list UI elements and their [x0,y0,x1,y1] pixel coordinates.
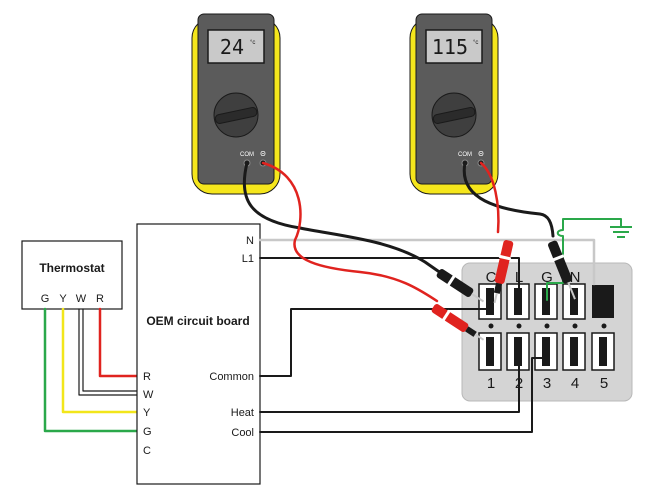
thermostat-terminal-g: G [41,293,50,305]
probe-left-black[interactable] [435,267,487,306]
board-terminal-r: R [143,371,151,383]
connector-label-c: C [486,269,497,286]
oem-circuit-board: OEM circuit board R W Y G C N L1 Common … [136,223,261,485]
wire-black-heat [259,351,520,413]
thermostat-wires [43,307,140,433]
meter-right-dial[interactable] [432,106,476,125]
meter-right-com-label: COM [458,152,472,158]
connector-pin-5: 5 [600,375,608,392]
thermostat-terminal-w: W [76,293,87,305]
board-terminal-w: W [143,389,154,401]
connector-pin-4: 4 [571,375,579,392]
thermostat-terminal-y: Y [59,293,67,305]
probe-leads [242,161,555,303]
probe-right-red[interactable] [489,239,515,304]
board-terminal-y: Y [143,407,151,419]
meter-left-com-label: COM [240,152,254,158]
meter-left-unit: °c [250,40,255,46]
lead-right-black [462,161,555,238]
lead-left-red [261,161,439,303]
connector-pin-3: 3 [543,375,551,392]
meter-left-reading: 24 [220,35,244,59]
connector-label-g: G [541,269,553,286]
meter-right-reading: 115 [432,35,468,59]
thermostat: Thermostat G Y W R [21,240,123,310]
wire-green-g [43,307,140,433]
ground-connection [546,218,632,301]
board-terminal-common: Common [209,371,254,383]
probe-right-black[interactable] [546,239,580,301]
board-terminal-n: N [246,235,254,247]
wire-yellow-y [61,307,140,414]
probe-tips [430,239,580,345]
connector-label-n: N [570,269,581,286]
thermostat-title: Thermostat [39,261,104,275]
board-terminal-c: C [143,445,151,457]
multimeter-right: 115 °c COM Θ [409,13,499,195]
board-terminal-g: G [143,426,152,438]
meter-right-unit: °c [473,40,478,46]
connector-top-slots [478,283,614,320]
lead-right-red [479,161,500,234]
connector-block: C L G N 1 2 3 4 5 [461,262,633,402]
meter-right-probe-label: Θ [478,151,484,158]
board-terminal-l1: L1 [242,253,254,265]
connector-bottom-slots [478,332,615,371]
wire-green-ground [546,218,622,301]
wire-black-cool [259,357,548,433]
board-title: OEM circuit board [146,314,249,328]
wire-black-common [259,308,492,377]
board-terminal-heat: Heat [231,407,254,419]
wire-white-w-outer [78,308,139,396]
meter-left-dial[interactable] [214,106,258,125]
board-terminal-cool: Cool [231,427,254,439]
wire-red-r [98,307,140,378]
wire-white-w-inner [82,308,139,392]
multimeter-left: 24 °c COM Θ [191,13,281,195]
thermostat-terminal-r: R [96,293,104,305]
connector-dots [488,323,607,329]
probe-left-red[interactable] [430,302,487,345]
wire-black-l1 [259,257,520,301]
meter-left-probe-label: Θ [260,151,266,158]
connector-pin-1: 1 [487,375,495,392]
